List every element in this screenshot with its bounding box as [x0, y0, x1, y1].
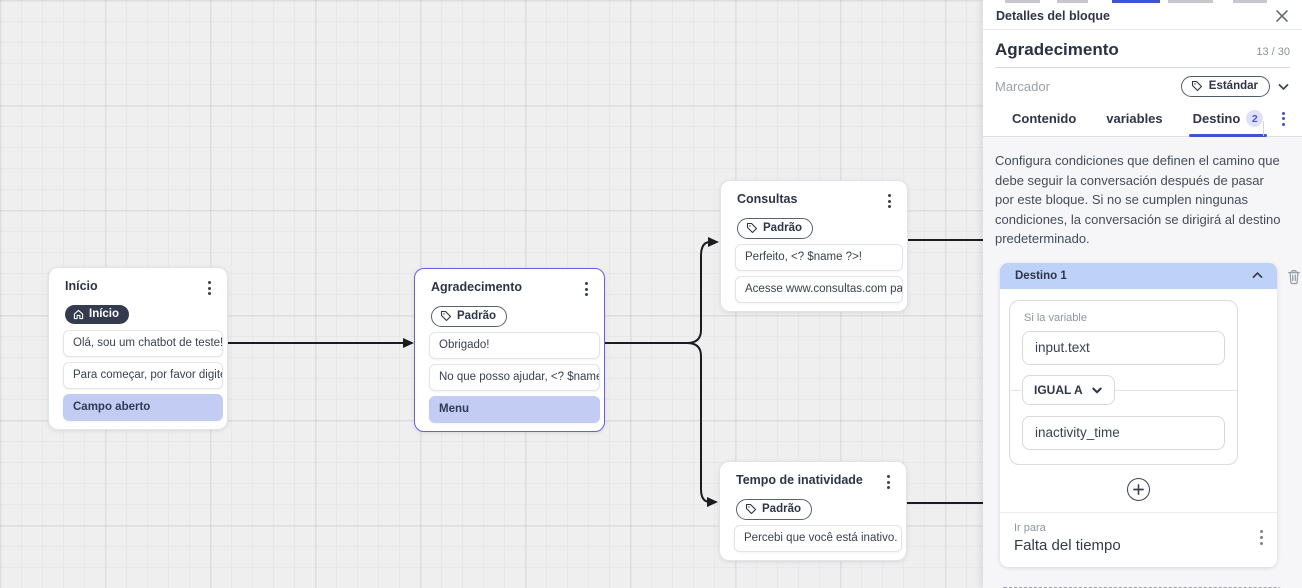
- tabs-divider: [1263, 121, 1264, 136]
- open-field-item[interactable]: Campo aberto: [63, 393, 223, 421]
- goto-menu-icon[interactable]: [1256, 528, 1267, 546]
- tag-icon: [746, 223, 758, 234]
- tab-destino[interactable]: Destino 2: [1188, 104, 1267, 137]
- operator-select[interactable]: IGUAL A: [1022, 374, 1115, 405]
- destination-title: Destino 1: [1015, 269, 1067, 282]
- message-item[interactable]: Acesse www.consultas.com par...: [735, 276, 903, 304]
- message-item[interactable]: No que posso ajudar, <? $name ...: [429, 364, 600, 392]
- block-name-input[interactable]: Agradecimento: [995, 40, 1119, 59]
- variable-input[interactable]: [1022, 330, 1225, 365]
- node-inicio[interactable]: Início Início Olá, sou um chatbot de tes…: [48, 267, 228, 430]
- tag-icon: [745, 504, 757, 515]
- close-icon[interactable]: [1275, 9, 1289, 23]
- value-input[interactable]: [1022, 415, 1225, 450]
- home-icon: [73, 309, 84, 319]
- padrao-badge: Padrão: [431, 306, 507, 328]
- char-counter: 13 / 30: [1256, 46, 1290, 58]
- destino-tab-content: Configura condiciones que definen el cam…: [983, 137, 1302, 588]
- arrowhead: [708, 237, 719, 247]
- marker-standard-pill[interactable]: Estándar: [1180, 75, 1270, 97]
- message-item[interactable]: Para começar, por favor digite o ...: [63, 361, 223, 389]
- destino-description: Configura condiciones que definen el cam…: [995, 153, 1281, 246]
- plus-icon: [1133, 483, 1144, 495]
- node-title: Agradecimento: [431, 280, 522, 294]
- node-title: Consultas: [737, 192, 798, 206]
- padrao-badge: Padrão: [737, 218, 813, 240]
- inicio-badge: Início: [65, 305, 130, 325]
- goto-target[interactable]: Falta del tiempo: [1014, 536, 1121, 554]
- node-title: Tempo de inatividade: [736, 473, 863, 487]
- tag-icon: [440, 311, 452, 322]
- padrao-badge: Padrão: [736, 499, 812, 521]
- condition-label: Si la variable: [1024, 311, 1087, 324]
- node-menu-icon[interactable]: [581, 280, 592, 298]
- destination-card-header[interactable]: Destino 1: [1000, 262, 1277, 289]
- edge-branch-up-consultas: [686, 241, 711, 344]
- message-item[interactable]: Percebi que você está inativo. C...: [734, 525, 902, 553]
- node-menu-icon[interactable]: [204, 279, 215, 297]
- goto-label: Ir para: [1014, 521, 1046, 534]
- message-item[interactable]: Perfeito, <? $name ?>!: [735, 244, 903, 272]
- node-menu-icon[interactable]: [884, 192, 895, 210]
- chevron-down-icon: [1091, 387, 1102, 393]
- condition-card: Si la variable IGUAL A: [1009, 299, 1238, 465]
- arrowhead: [403, 338, 414, 348]
- message-item[interactable]: Olá, sou um chatbot de teste!: [63, 329, 223, 357]
- panel-title: Detalles del bloque: [996, 9, 1110, 23]
- block-details-panel: Detalles del bloque Agradecimento 13 / 3…: [983, 0, 1302, 588]
- edge-branch-down-tempo: [686, 342, 711, 503]
- node-consultas[interactable]: Consultas Padrão Perfeito, <? $name ?>! …: [720, 180, 908, 313]
- add-condition-button[interactable]: [1127, 477, 1150, 501]
- tab-contenido[interactable]: Contenido: [1012, 111, 1077, 126]
- destino-count-badge: 2: [1246, 110, 1264, 127]
- destination-card: Destino 1 Si la variable IGUAL A: [1000, 262, 1277, 567]
- delete-destination-icon[interactable]: [1286, 268, 1302, 290]
- chevron-up-icon[interactable]: [1251, 269, 1264, 282]
- tabs-overflow-menu-icon[interactable]: [1278, 110, 1289, 128]
- node-agradecimento[interactable]: Agradecimento Padrão Obrigado! No que po…: [414, 268, 605, 433]
- title-divider: [995, 67, 1290, 68]
- clipped-top-bar: [983, 0, 1302, 3]
- node-menu-icon[interactable]: [883, 473, 894, 491]
- marker-placeholder[interactable]: Marcador: [995, 78, 1050, 94]
- tab-variables[interactable]: variables: [1106, 111, 1163, 126]
- goto-divider: [1000, 511, 1277, 513]
- panel-tabs: Contenido variables Destino 2: [983, 104, 1302, 137]
- tag-icon: [1191, 80, 1202, 91]
- chevron-down-icon[interactable]: [1277, 80, 1290, 93]
- arrowhead: [707, 497, 718, 507]
- node-title: Início: [65, 279, 98, 293]
- node-tempo-inatividade[interactable]: Tempo de inatividade Padrão Percebi que …: [719, 461, 907, 562]
- menu-item[interactable]: Menu: [429, 396, 600, 424]
- message-item[interactable]: Obrigado!: [429, 332, 600, 360]
